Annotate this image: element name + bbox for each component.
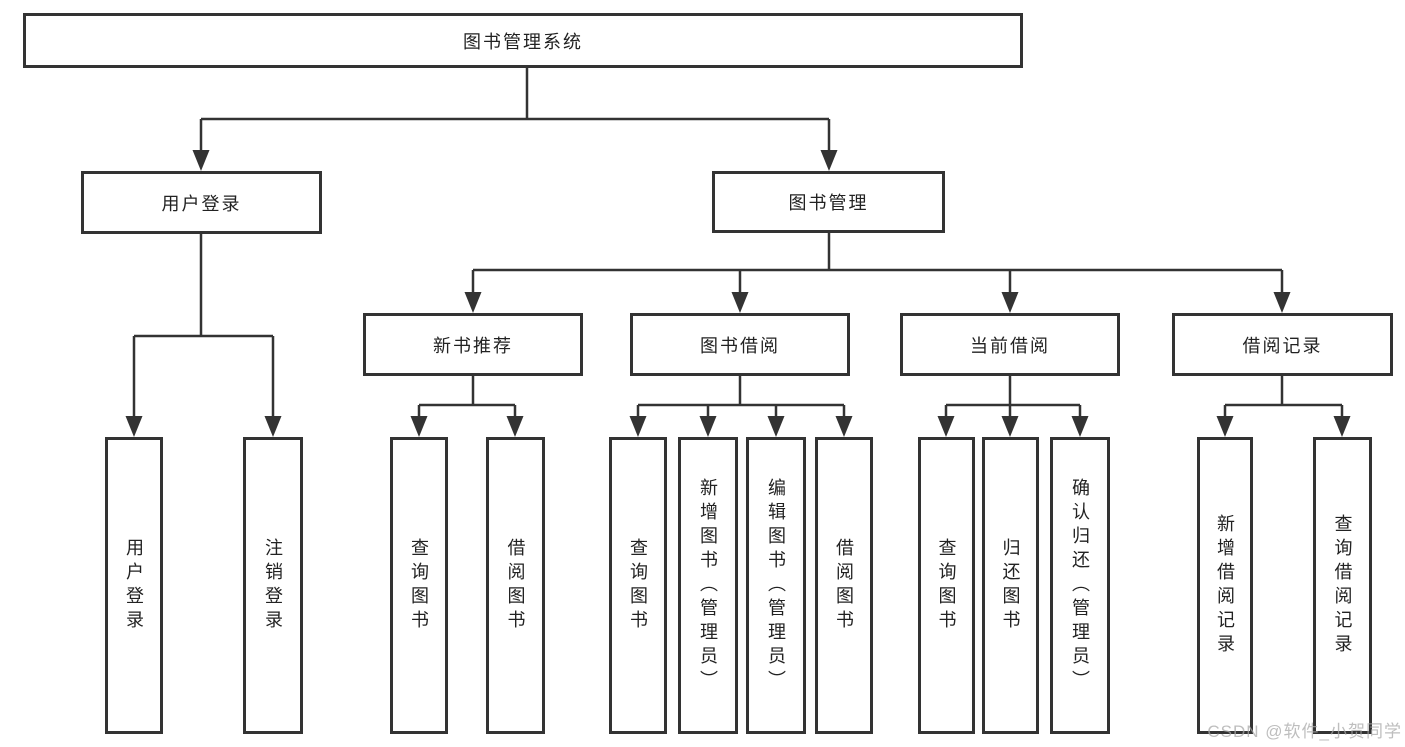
arrowheads-group [125,150,1351,437]
arrow-down-icon [192,150,210,171]
node-library-system: 图书管理系统 [23,13,1023,68]
leaf-query-books-borrow: 查询图书 [609,437,667,734]
leaf-borrow-books-borrow: 借阅图书 [815,437,873,734]
arrow-down-icon [1216,416,1234,437]
leaf-borrow-books-recommend: 借阅图书 [486,437,545,734]
arrow-down-icon [410,416,428,437]
arrow-down-icon [1333,416,1351,437]
leaf-query-books-current: 查询图书 [918,437,975,734]
node-current-borrow: 当前借阅 [900,313,1120,376]
node-book-management: 图书管理 [712,171,945,233]
watermark: CSDN @软件_小贺同学 [1207,722,1402,741]
leaf-return-book: 归还图书 [982,437,1039,734]
arrow-down-icon [699,416,717,437]
arrow-down-icon [1001,416,1019,437]
arrow-down-icon [1273,292,1291,313]
arrow-down-icon [264,416,282,437]
leaf-add-book-admin: 新增图书（管理员） [678,437,738,734]
connector-lines-group [132,68,1344,418]
leaf-edit-book-admin: 编辑图书（管理员） [746,437,806,734]
arrow-down-icon [1001,292,1019,313]
leaf-logout: 注销登录 [243,437,303,734]
node-user-login: 用户登录 [81,171,322,234]
arrow-down-icon [1071,416,1089,437]
arrow-down-icon [937,416,955,437]
leaf-add-borrow-record: 新增借阅记录 [1197,437,1253,734]
node-book-borrow: 图书借阅 [630,313,850,376]
arrow-down-icon [125,416,143,437]
arrow-down-icon [464,292,482,313]
arrow-down-icon [835,416,853,437]
arrow-down-icon [506,416,524,437]
leaf-query-borrow-record: 查询借阅记录 [1313,437,1372,734]
arrow-down-icon [731,292,749,313]
arrow-down-icon [629,416,647,437]
leaf-query-books-recommend: 查询图书 [390,437,448,734]
node-new-book-recommend: 新书推荐 [363,313,583,376]
arrow-down-icon [767,416,785,437]
node-borrow-records: 借阅记录 [1172,313,1393,376]
arrow-down-icon [820,150,838,171]
leaf-user-login: 用户登录 [105,437,163,734]
leaf-confirm-return-admin: 确认归还（管理员） [1050,437,1110,734]
